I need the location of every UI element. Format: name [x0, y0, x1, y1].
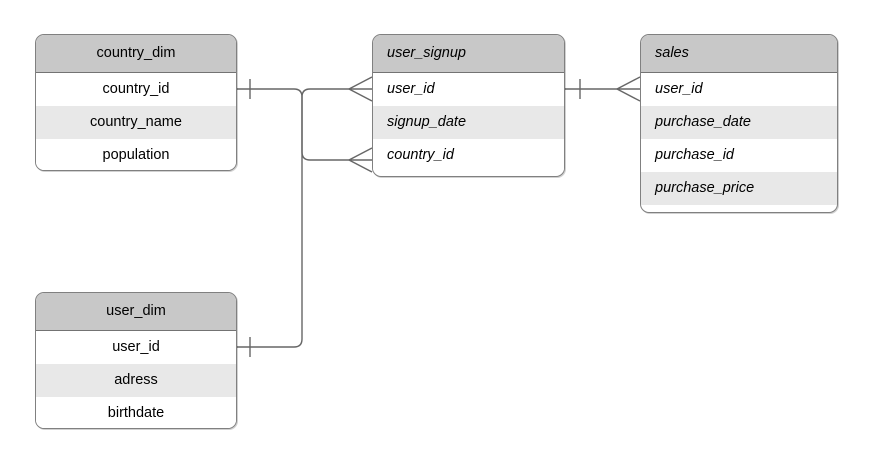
entity-column-sales-purchase_id[interactable]: purchase_id: [641, 139, 837, 172]
entity-column-user_dim-user_id[interactable]: user_id: [36, 331, 236, 364]
relationship-user_signup-to-sales[interactable]: [565, 76, 641, 102]
entity-header-sales: sales: [641, 35, 837, 73]
entity-header-user_signup: user_signup: [373, 35, 564, 73]
entity-table-country_dim[interactable]: country_dim country_id country_name popu…: [35, 34, 237, 171]
entity-column-country_dim-country_id[interactable]: country_id: [36, 73, 236, 106]
entity-column-user_dim-birthdate[interactable]: birthdate: [36, 397, 236, 428]
entity-column-user_signup-signup_date[interactable]: signup_date: [373, 106, 564, 139]
relationship-user_dim-to-user_signup[interactable]: [237, 76, 373, 357]
entity-header-user_dim: user_dim: [36, 293, 236, 331]
entity-column-user_signup-country_id[interactable]: country_id: [373, 139, 564, 172]
entity-table-user_dim[interactable]: user_dim user_id adress birthdate: [35, 292, 237, 429]
connector-path-country_dim-user_signup: [237, 88, 349, 161]
entity-column-country_dim-country_name[interactable]: country_name: [36, 106, 236, 139]
entity-column-user_dim-adress[interactable]: adress: [36, 364, 236, 397]
connector-path-user_dim-user_signup: [237, 88, 349, 348]
entity-column-sales-purchase_date[interactable]: purchase_date: [641, 106, 837, 139]
entity-column-user_signup-user_id[interactable]: user_id: [373, 73, 564, 106]
entity-column-sales-purchase_price[interactable]: purchase_price: [641, 172, 837, 205]
entity-table-user_signup[interactable]: user_signup user_id signup_date country_…: [372, 34, 565, 177]
entity-column-sales-user_id[interactable]: user_id: [641, 73, 837, 106]
entity-column-country_dim-population[interactable]: population: [36, 139, 236, 170]
cardinality-many-crowsfoot-user_signup-user_id: [348, 76, 373, 102]
cardinality-many-crowsfoot-sales-user_id: [616, 76, 641, 102]
cardinality-many-crowsfoot-user_signup-country_id: [348, 147, 373, 173]
entity-table-sales[interactable]: sales user_id purchase_date purchase_id …: [640, 34, 838, 213]
relationship-country_dim-to-user_signup[interactable]: [237, 79, 373, 173]
entity-header-country_dim: country_dim: [36, 35, 236, 73]
